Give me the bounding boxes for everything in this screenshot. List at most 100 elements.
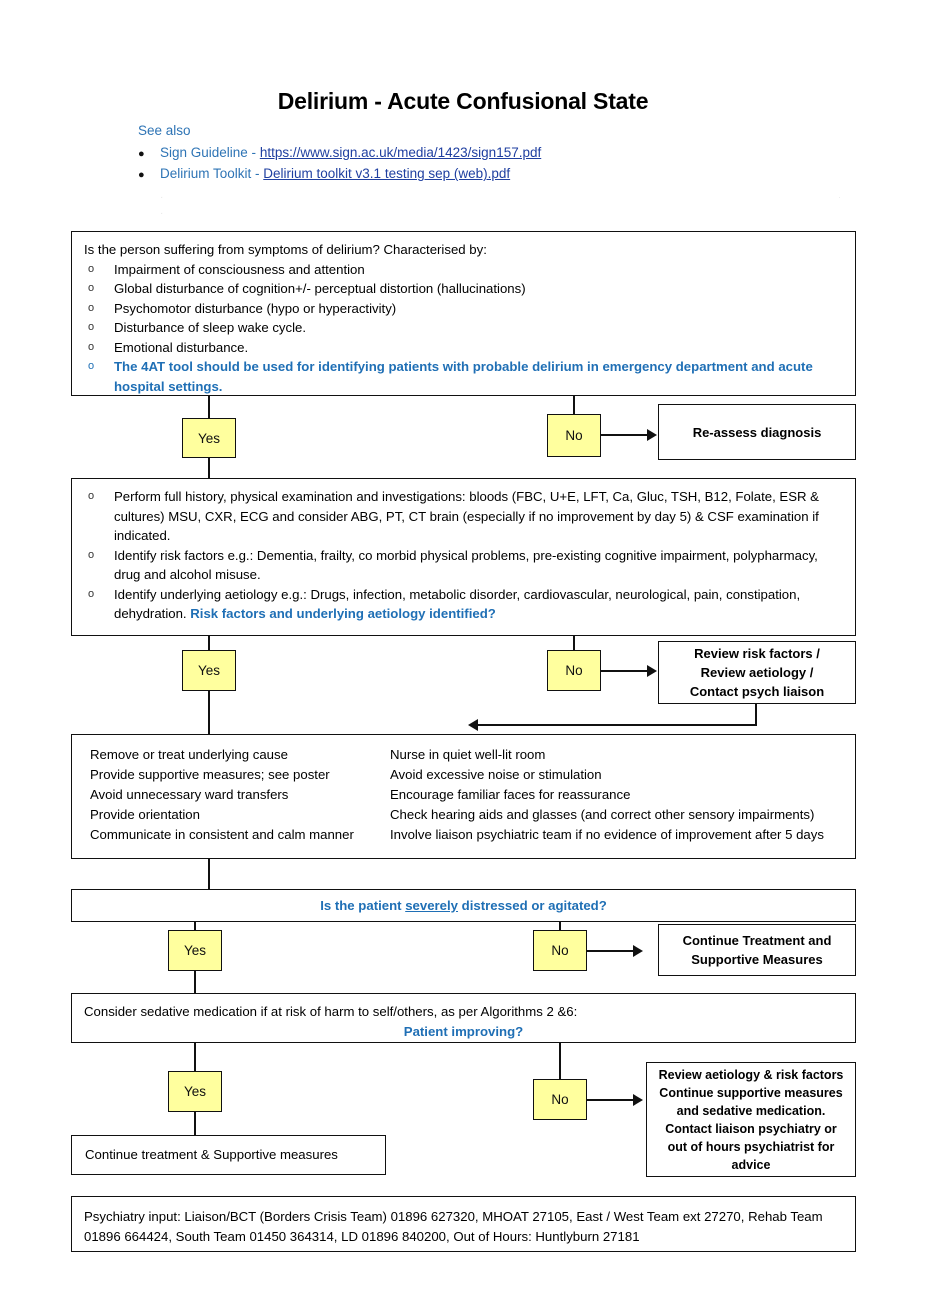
distress-question-part1: Is the patient [320,898,406,913]
decision-no-2[interactable]: No [547,650,601,691]
list-item: o Emotional disturbance. [84,338,843,358]
outcome-review-line-2: Review aetiology / [700,665,814,680]
arrow-left-icon [468,719,478,731]
link-label-sign-guideline: Sign Guideline - [160,145,260,160]
bullet-o-icon: o [88,340,95,353]
outcome-continue-treatment-box: Continue treatment & Supportive measures [71,1135,386,1175]
list-item: Nurse in quiet well-lit room [390,747,546,762]
outcome-review-aetiology-line-6: advice [731,1157,771,1172]
list-item: Encourage familiar faces for reassurance [390,787,631,802]
list-item-label: Identify risk factors e.g.: Dementia, fr… [114,547,818,583]
list-item-label: Perform full history, physical examinati… [114,489,819,543]
assessment-list: o Perform full history, physical examina… [84,487,843,624]
bullet-o-icon: o [88,262,95,275]
decision-yes-3-label: Yes [183,943,207,958]
list-item-label: Emotional disturbance. [114,339,249,355]
psychiatry-contact-text: Psychiatry input: Liaison/BCT (Borders C… [84,1209,823,1244]
list-item: Remove or treat underlying cause [90,747,288,762]
list-item: o Identify underlying aetiology e.g.: Dr… [84,585,843,624]
outcome-review-aetiology-line-3: and sedative medication. [676,1103,826,1118]
outcome-continue-line-1: Continue Treatment and [682,933,832,948]
connector-vertical [559,1043,562,1079]
connector-vertical [208,859,211,889]
connector-vertical [208,396,211,418]
aetiology-question-text: Risk factors and underlying aetiology id… [190,606,496,621]
bullet-o-icon: o [88,548,95,561]
list-item-link-delirium-toolkit: ● Delirium Toolkit - Delirium toolkit v3… [138,164,858,185]
decision-yes-1[interactable]: Yes [182,418,236,458]
sedation-question: Patient improving? [403,1023,524,1039]
decision-no-2-label: No [565,663,583,678]
arrow-right-icon [647,665,657,677]
outcome-review-aetiology-line-4: Contact liaison psychiatry or [665,1121,837,1136]
decision-yes-1-label: Yes [197,430,221,446]
bullet-o-icon: o [88,321,95,333]
decision-no-1-label: No [565,428,583,443]
decision-no-3[interactable]: No [533,930,587,971]
decision-yes-4[interactable]: Yes [168,1071,222,1112]
list-item: o Impairment of consciousness and attent… [84,260,843,280]
arrow-right-icon [647,429,657,441]
outcome-reassess-diagnosis-label: Re-assess diagnosis [692,424,822,440]
connector-vertical [573,636,576,650]
arrow-right-icon [633,1094,643,1106]
decision-no-4-label: No [551,1092,569,1107]
assessment-box: o Perform full history, physical examina… [71,478,856,636]
management-right-column: Nurse in quiet well-lit room Avoid exces… [390,745,855,848]
connector-vertical [559,922,562,930]
faint-bullet-marks: ·· [160,192,164,219]
outcome-continue-treatment-label: Continue treatment & Supportive measures [85,1147,338,1163]
connector-horizontal-feedback [472,724,757,727]
list-item: o Identify risk factors e.g.: Dementia, … [84,546,843,585]
bullet-o-icon: o [88,282,95,294]
list-item-label: Disturbance of sleep wake cycle. [114,320,307,335]
connector-horizontal [587,1099,635,1102]
distress-question-underlined: severely [405,898,459,913]
aetiology-plain-text: Identify underlying aetiology e.g.: Drug… [114,586,801,622]
connector-vertical [208,691,211,734]
list-item-highlight: o The 4AT tool should be used for identi… [84,357,843,396]
outcome-continue-line-2: Supportive Measures [691,952,823,967]
management-left-column: Remove or treat underlying cause Provide… [90,745,390,848]
link-delirium-toolkit-url[interactable]: Delirium toolkit v3.1 testing sep (web).… [263,166,511,181]
page-title: Delirium - Acute Confusional State [277,88,649,114]
bullet-o-icon: o [88,301,95,314]
decision-yes-2[interactable]: Yes [182,650,236,691]
outcome-review-line-1: Review risk factors / [694,646,820,661]
list-item: o Perform full history, physical examina… [84,487,843,546]
link-label-delirium-toolkit: Delirium Toolkit - [160,166,264,181]
outcome-review-aetiology-line-1: Review aetiology & risk factors [658,1067,844,1082]
decision-no-1[interactable]: No [547,414,601,457]
connector-vertical [208,458,211,478]
decision-yes-3[interactable]: Yes [168,930,222,971]
distress-question-text: Is the patient severely distressed or ag… [320,898,607,913]
connector-horizontal [601,670,649,673]
bullet-o-icon: o [88,490,95,502]
decision-yes-2-label: Yes [197,663,221,678]
outcome-review-aetiology-line-5: out of hours psychiatrist for [667,1139,835,1154]
sedation-box: Consider sedative medication if at risk … [71,993,856,1043]
list-item: o Disturbance of sleep wake cycle. [84,318,843,338]
bullet-icon: ● [138,148,145,160]
decision-no-4[interactable]: No [533,1079,587,1120]
list-item-label-4at: The 4AT tool should be used for identify… [114,359,813,394]
psychiatry-contact-box: Psychiatry input: Liaison/BCT (Borders C… [71,1196,856,1252]
outcome-review-line-3: Contact psych liaison [689,684,825,699]
symptoms-intro: Is the person suffering from symptoms of… [84,242,487,257]
connector-vertical [194,1043,197,1071]
decision-yes-4-label: Yes [183,1084,207,1099]
link-sign-guideline-url[interactable]: https://www.sign.ac.uk/media/1423/sign15… [259,145,542,160]
connector-horizontal [587,950,635,953]
management-measures-box: Remove or treat underlying cause Provide… [71,734,856,859]
arrow-right-icon [633,945,643,957]
list-item: Check hearing aids and glasses (and corr… [390,807,815,822]
list-item-link-sign-guideline: ● Sign Guideline - https://www.sign.ac.u… [138,143,858,164]
faint-dot-right: · [838,192,841,202]
connector-vertical [208,636,211,650]
list-item: Provide supportive measures; see poster [90,767,330,782]
outcome-review-risk-factors: Review risk factors / Review aetiology /… [658,641,856,704]
connector-vertical-feedback [755,704,758,726]
list-item: Avoid unnecessary ward transfers [90,787,289,802]
list-item-label: Global disturbance of cognition+/- perce… [114,281,526,296]
outcome-continue-treatment-supportive: Continue Treatment and Supportive Measur… [658,924,856,976]
